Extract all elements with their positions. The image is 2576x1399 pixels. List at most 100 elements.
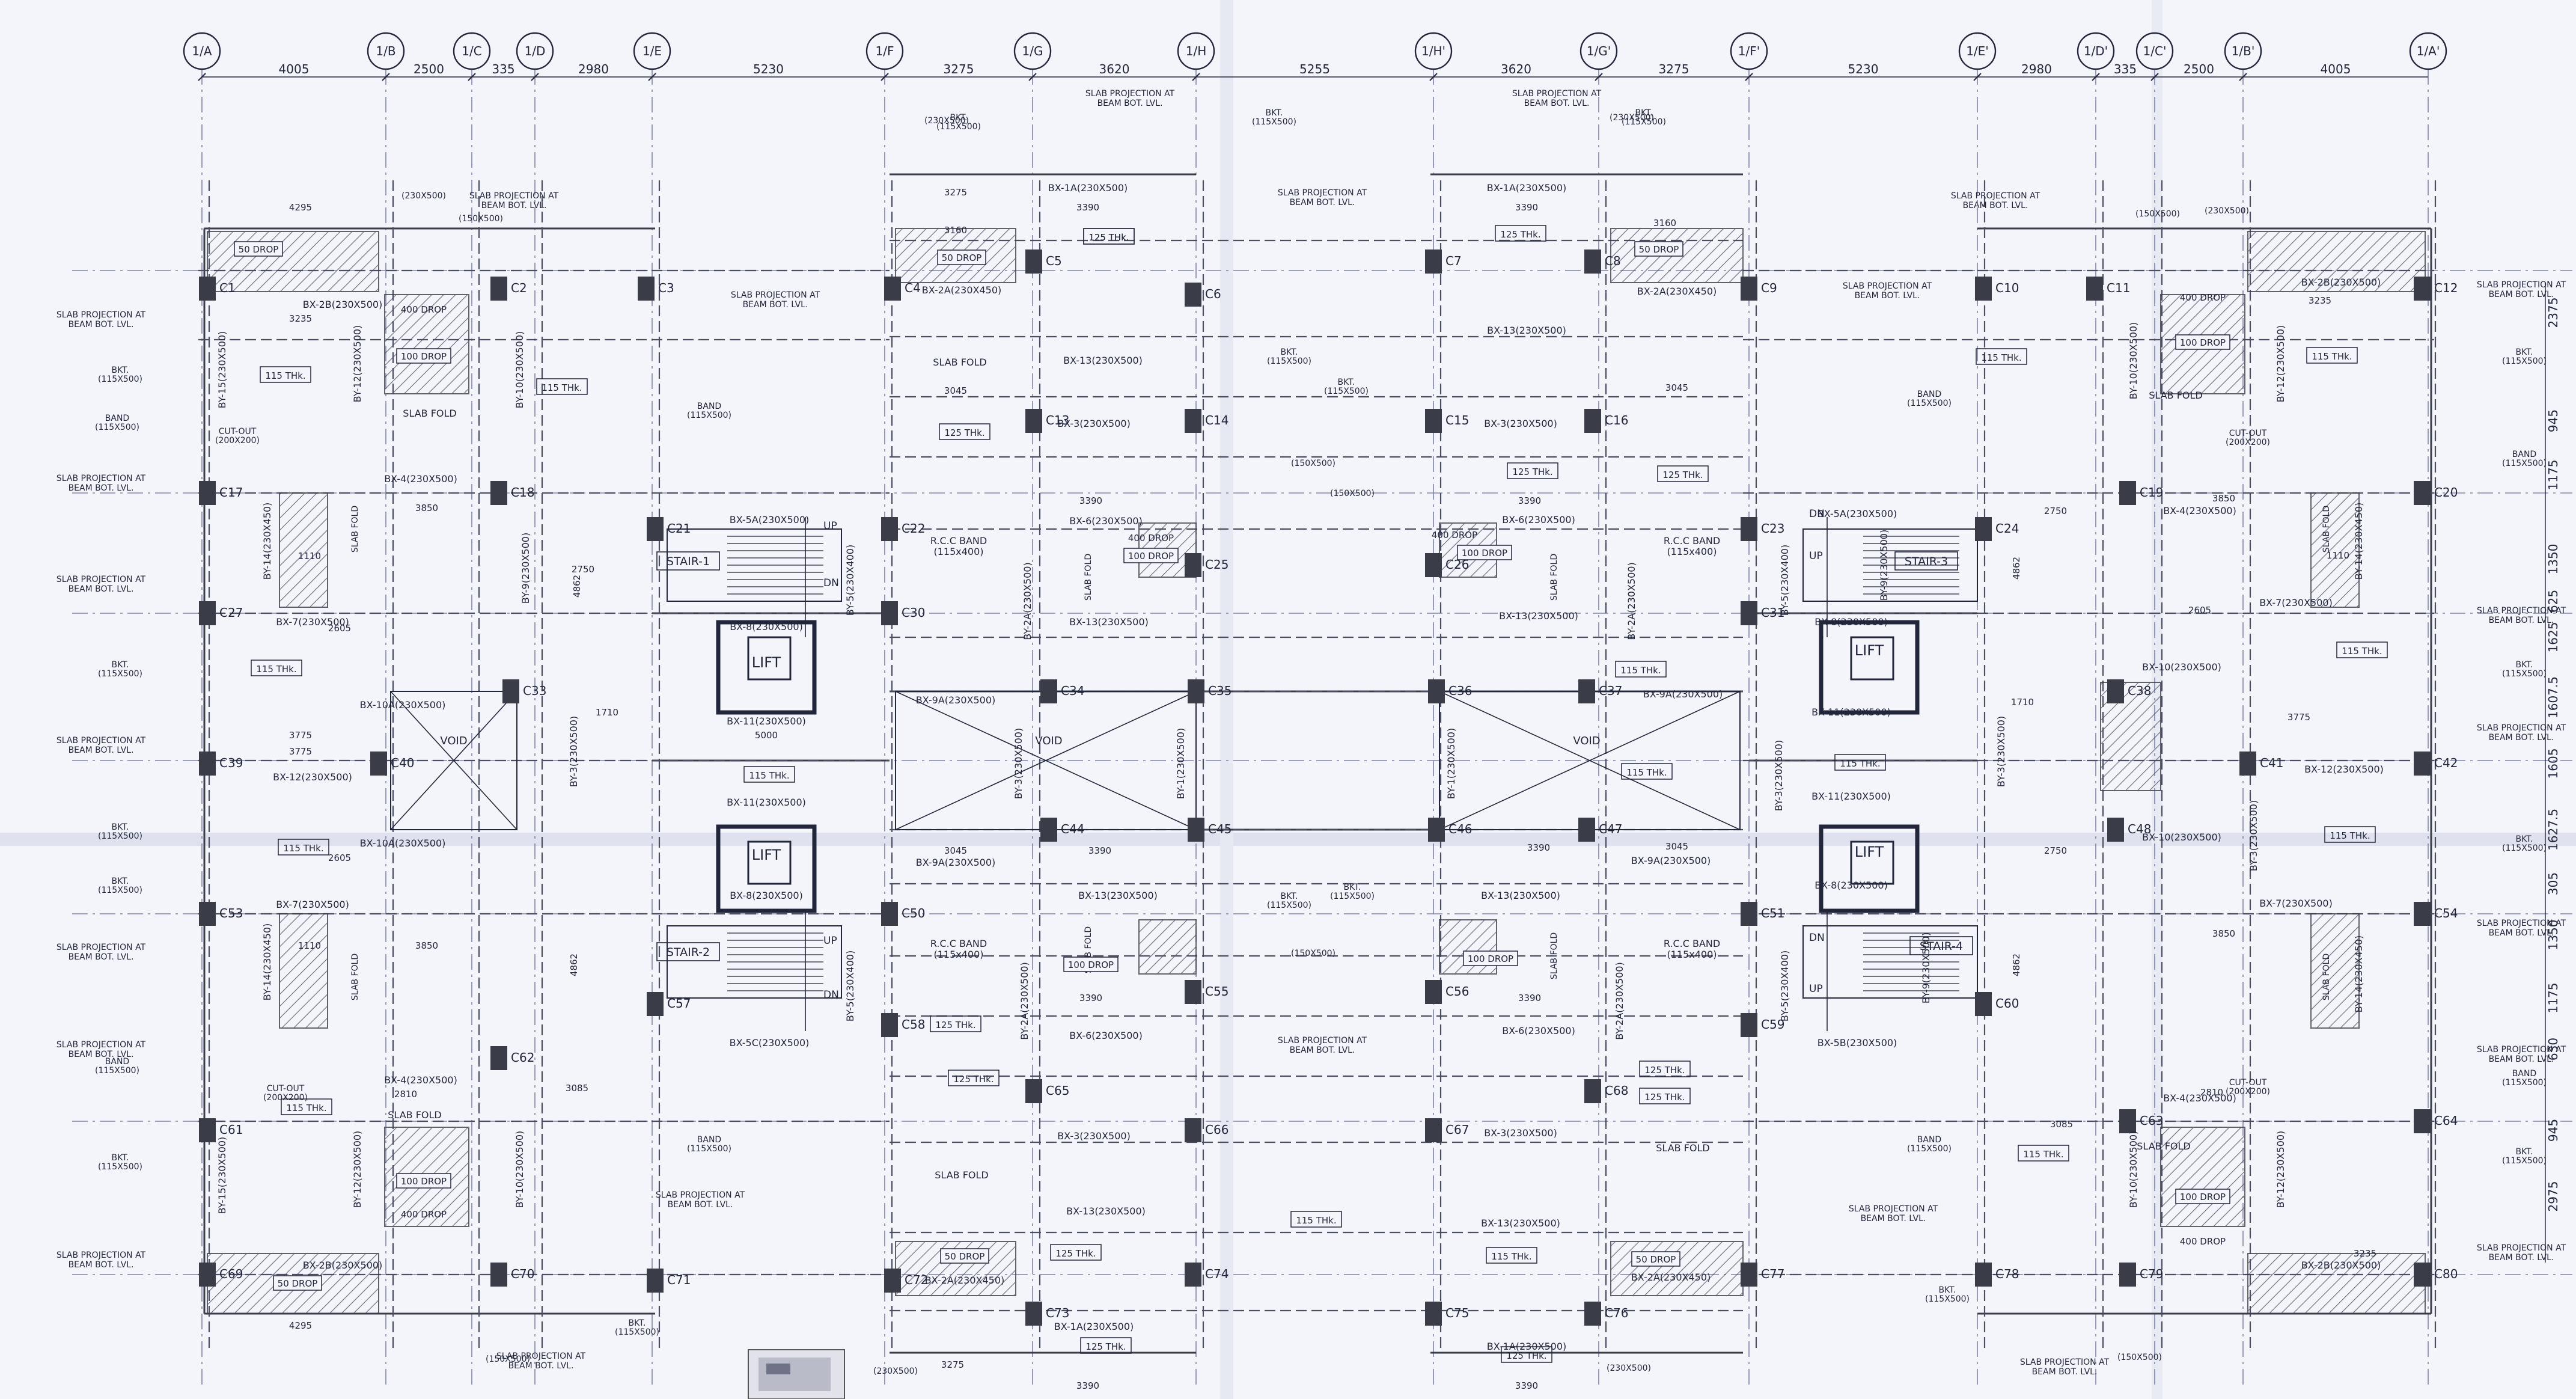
column-label-c40: C40 [391, 756, 414, 770]
top-dimension: 2980 [578, 62, 609, 76]
beam-label: BX-13(230X500) [1499, 610, 1578, 622]
thickness-125-label: 125 THk. [1506, 1350, 1546, 1361]
bracket-size: (230X500) [873, 1367, 918, 1376]
bracket-size: (230X500) [2205, 206, 2249, 216]
beam-label-vertical: BY-15(230X500) [216, 331, 228, 409]
slab-projection-note: SLAB PROJECTION AT [1843, 281, 1932, 291]
column-label-c44: C44 [1061, 822, 1084, 836]
bracket-size: (230X500) [401, 191, 446, 201]
thickness-125-label: 125 THk. [1085, 1341, 1126, 1352]
slab-projection-note: SLAB PROJECTION AT [1278, 1036, 1367, 1045]
bracket-size: (115X500) [98, 1162, 142, 1172]
beam-label-vertical: BY-2A(230X500) [1019, 962, 1030, 1039]
column-c5 [1025, 249, 1042, 274]
beam-label-vertical: BY-5(230X400) [844, 545, 856, 616]
thickness-115-label: 115 THk. [2023, 1149, 2063, 1160]
up-label: UP [1809, 550, 1823, 562]
column-c6 [1185, 283, 1201, 307]
column-c59 [1741, 1013, 1757, 1037]
beam-bottom-note: BEAM BOT. LVL. [2032, 1367, 2098, 1377]
beam-label-vertical: BY-15(230X500) [216, 1137, 228, 1214]
beam-label: BX-2B(230X500) [303, 299, 383, 310]
top-dimension: 335 [492, 62, 514, 76]
inner-dimension: 3390 [1518, 495, 1541, 506]
bracket-note: BKT. [111, 822, 129, 832]
thickness-115-label: 115 THk. [749, 770, 789, 781]
column-label-c38: C38 [2128, 684, 2151, 698]
bracket-size: (150X500) [2117, 1353, 2162, 1362]
beam-bottom-note: BEAM BOT. LVL. [1855, 291, 1920, 301]
top-dimension: 2500 [414, 62, 444, 76]
inner-dimension: 1110 [298, 551, 321, 562]
bracket-size: (115X500) [1330, 892, 1375, 901]
inner-dimension: 3850 [415, 940, 438, 951]
grid-bubble-label: 1/C' [2143, 44, 2167, 58]
thickness-115-label: 115 THk. [1840, 758, 1880, 769]
slab-projection-note: SLAB PROJECTION AT [2020, 1358, 2110, 1367]
inner-dimension: 3390 [1088, 845, 1111, 856]
column-label-c63: C63 [2140, 1113, 2163, 1128]
thickness-125-label: 125 THk. [1088, 232, 1129, 243]
thickness-115-label: 115 THk. [542, 382, 582, 393]
slab-projection-note: SLAB PROJECTION AT [56, 474, 146, 483]
beam-label: BX-9A(230X500) [1631, 855, 1711, 866]
beam-bottom-note: BEAM BOT. LVL. [69, 584, 134, 594]
inner-dimension: 3850 [2212, 493, 2235, 504]
drop-50-label: 50 DROP [239, 244, 279, 255]
rcc-band-note: R.C.C BAND [930, 938, 987, 949]
column-label-c61: C61 [219, 1122, 243, 1137]
inner-dimension: 2750 [2044, 506, 2067, 516]
band-note: BAND [697, 1135, 721, 1145]
column-c19 [2119, 481, 2136, 505]
beam-bottom-note: BEAM BOT. LVL. [1963, 201, 2028, 210]
beam-label: BX-6(230X500) [1069, 1030, 1143, 1041]
column-c12 [2414, 277, 2431, 301]
slab-projection-note: SLAB PROJECTION AT [2477, 723, 2566, 733]
beam-label: BX-8(230X500) [1814, 880, 1888, 891]
slab-fold-note: SLAB FOLD [2137, 1140, 2190, 1152]
beam-label: BX-11(230X500) [1811, 706, 1891, 718]
bracket-size: (115X500) [98, 831, 142, 841]
beam-label: BX-13(230X500) [1069, 616, 1149, 628]
inner-dimension: 3775 [2288, 712, 2310, 723]
slab-projection-note: SLAB PROJECTION AT [56, 736, 146, 745]
inner-dimension: 3235 [2309, 295, 2331, 306]
column-label-c1: C1 [219, 281, 236, 295]
bracket-note: BKT. [1343, 883, 1361, 892]
grid-bubble [1414, 32, 1453, 70]
column-c63 [2119, 1109, 2136, 1133]
void-label: VOID [440, 735, 467, 747]
beam-bottom-note: BEAM BOT. LVL. [1097, 99, 1163, 108]
beam-label: BX-11(230X500) [727, 797, 806, 808]
column-label-c4: C4 [905, 281, 921, 295]
thickness-125-label: 125 THk. [953, 1074, 993, 1085]
beam-label: BX-1A(230X500) [1054, 1321, 1134, 1332]
beam-label: BX-7(230X500) [276, 899, 349, 910]
thickness-125-label: 125 THk. [1644, 1065, 1685, 1076]
grid-bubble [453, 32, 491, 70]
column-c33 [502, 679, 519, 703]
top-dimension: 335 [2114, 62, 2137, 76]
beam-bottom-note: BEAM BOT. LVL. [69, 320, 134, 329]
beam-bottom-note: BEAM BOT. LVL. [69, 483, 134, 493]
cut-out-note: CUT-OUT [267, 1084, 305, 1094]
inner-dimension: 3045 [944, 845, 967, 856]
grid-bubble [516, 32, 554, 70]
thickness-115-label: 115 THk. [1296, 1215, 1336, 1226]
bracket-size: (115X500) [98, 375, 142, 384]
column-label-c23: C23 [1761, 521, 1784, 536]
column-label-c66: C66 [1205, 1122, 1228, 1137]
thickness-115-label: 115 THk. [2342, 646, 2382, 657]
beam-label: BX-8(230X500) [730, 890, 803, 901]
bracket-size: (150X500) [459, 214, 503, 224]
column-c9 [1741, 277, 1757, 301]
slab-projection-note: SLAB PROJECTION AT [56, 310, 146, 320]
column-label-c48: C48 [2128, 822, 2151, 836]
slab-fold-note: SLAB FOLD [403, 408, 456, 419]
dn-label: DN [823, 989, 839, 1001]
column-c80 [2414, 1263, 2431, 1287]
drop-50-label: 50 DROP [1639, 244, 1679, 255]
slab-projection-note: SLAB PROJECTION AT [1278, 188, 1367, 198]
column-label-c51: C51 [1761, 906, 1784, 920]
